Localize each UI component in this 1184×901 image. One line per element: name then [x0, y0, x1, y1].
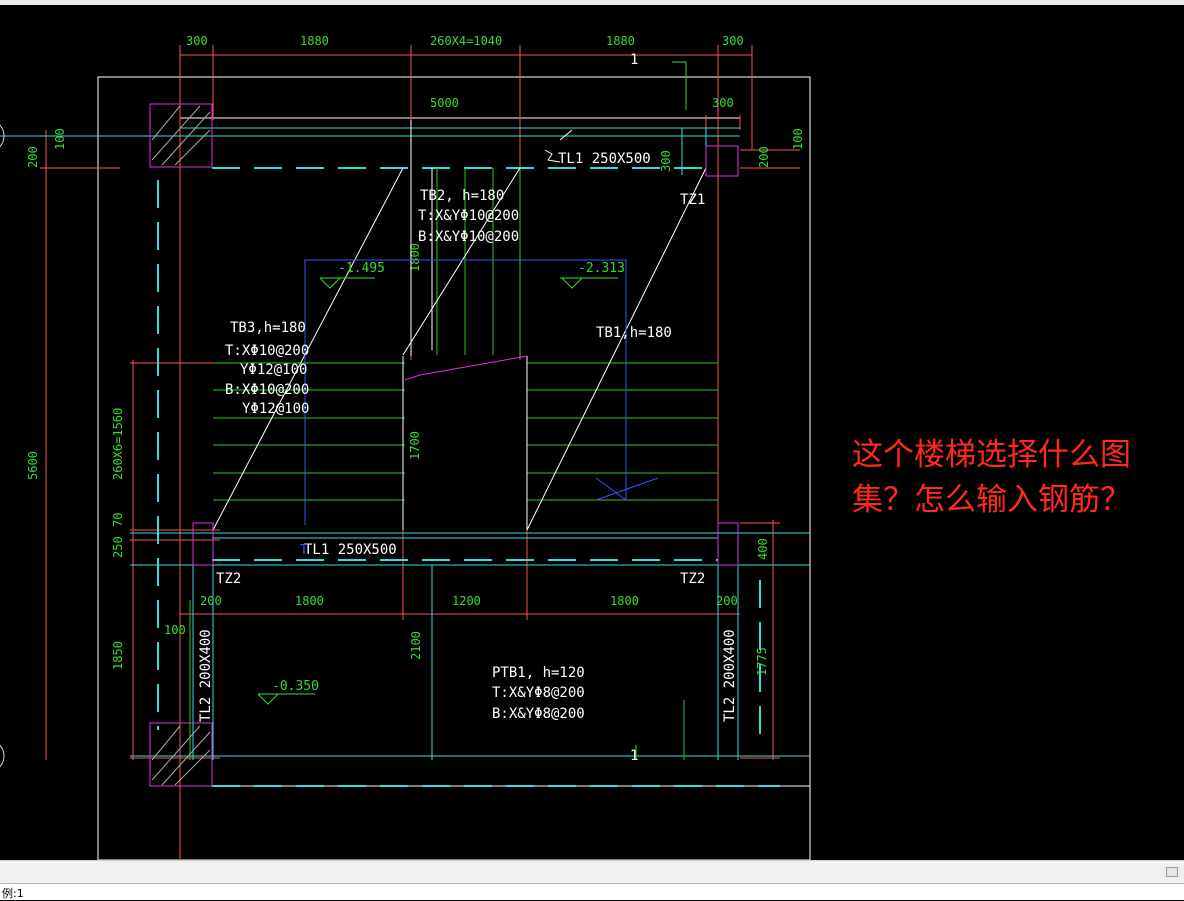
- dim-inner-300: 300: [712, 96, 734, 110]
- slab-tb2-title: TB2, h=180: [420, 188, 504, 204]
- dim-inner-5000: 5000: [430, 96, 459, 110]
- dim-left-70: 70: [111, 513, 125, 527]
- dim-mid-200-right: 200: [716, 594, 738, 608]
- slab-tb3-top-x: T:XΦ10@200: [225, 343, 309, 359]
- column-tz2-left-label: TZ2: [216, 571, 241, 587]
- dim-left-5600: 5600: [26, 451, 40, 480]
- slab-ptb1-title: PTB1, h=120: [492, 665, 585, 681]
- dim-right-200: 200: [757, 146, 771, 168]
- slab-tb3-title: TB3,h=180: [230, 320, 306, 336]
- slab-ptb1-top: T:X&YΦ8@200: [492, 685, 585, 701]
- stair-treads: [189, 168, 718, 760]
- slab-tb2-top: T:X&YΦ10@200: [418, 208, 519, 224]
- dim-left-250: 250: [111, 536, 125, 558]
- status-bar: 例:1: [0, 860, 1184, 900]
- column-tz2-right-label: TZ2: [680, 571, 705, 587]
- elevation-left: -1.495: [338, 261, 385, 276]
- column-hatch: [151, 105, 211, 786]
- command-line-text: 例:1: [2, 887, 24, 900]
- stair-slope-lines: [212, 120, 707, 531]
- dim-left-1850: 1850: [111, 641, 125, 670]
- elevation-landing: -0.350: [272, 679, 319, 694]
- beam-tl2-right-label: TL2 200X400: [722, 629, 738, 722]
- dim-top-1880-right: 1880: [606, 34, 635, 48]
- grid-marker-bottom: 1: [630, 748, 638, 764]
- columns-outline: [149, 103, 739, 787]
- dimension-texts: 300 1880 260X4=1040 1880 300 5000 300 20…: [164, 34, 744, 637]
- slab-tb3-top-y: YΦ12@100: [240, 362, 307, 378]
- slab-tb3-bottom-x: B:XΦ10@200: [225, 382, 309, 398]
- command-line[interactable]: 例:1: [0, 883, 1184, 900]
- resize-grip-icon[interactable]: [1166, 867, 1178, 877]
- dim-top-300-left: 300: [186, 34, 208, 48]
- window-top-edge: [0, 0, 1184, 5]
- break-line-symbols: [544, 129, 573, 163]
- dim-right-1775: 1775: [755, 647, 769, 676]
- dim-right-400: 400: [756, 538, 770, 560]
- dim-left-stairs: 260X6=1560: [111, 408, 125, 480]
- grid-bubbles: [0, 124, 5, 768]
- slab-outlines: [304, 259, 659, 525]
- dim-mid-200-left: 200: [200, 594, 222, 608]
- dim-2100: 2100: [409, 631, 423, 660]
- grid-marker-top: 1: [630, 52, 638, 68]
- beam-tl2-left-label: TL2 200X400: [198, 629, 214, 722]
- dim-mid-1800-left: 1800: [295, 594, 324, 608]
- dim-1800-vertical: 1800: [408, 243, 422, 272]
- elevation-right: -2.313: [578, 261, 625, 276]
- column-tz1-label: TZ1: [680, 192, 705, 208]
- beam-marker-t: T: [300, 543, 308, 558]
- slab-ptb1-bottom: B:X&YΦ8@200: [492, 706, 585, 722]
- dim-right-300: 300: [659, 150, 673, 172]
- dim-left-100: 100: [53, 128, 67, 150]
- slab-tb1-title: TB1,h=180: [596, 325, 672, 341]
- hidden-beam-dashes: [157, 167, 780, 787]
- beam-tl1-mid-label: TL1 250X500: [304, 542, 397, 558]
- dim-left-200: 200: [26, 146, 40, 168]
- dim-mid-1800-right: 1800: [610, 594, 639, 608]
- dim-right-100: 100: [791, 128, 805, 150]
- question-annotation: 这个楼梯选择什么图 集？怎么输入钢筋？: [852, 437, 1131, 518]
- dim-top-300-right: 300: [722, 34, 744, 48]
- dim-top-1880-left: 1880: [300, 34, 329, 48]
- beam-tl1-top-label: TL1 250X500: [558, 151, 651, 167]
- element-labels: TL1 250X500 TZ1 TB2, h=180 T:X&YΦ10@200 …: [198, 52, 738, 764]
- beams-and-walls: [0, 127, 810, 760]
- elevation-markers: [257, 61, 687, 760]
- cad-drawing-canvas[interactable]: 300 1880 260X4=1040 1880 300 5000 300 20…: [0, 5, 1184, 860]
- slab-tb2-bottom: B:X&YΦ10@200: [418, 229, 519, 245]
- elevation-labels: -1.495 -2.313 -0.350: [272, 261, 625, 694]
- stair-plan-drawing: 300 1880 260X4=1040 1880 300 5000 300 20…: [0, 34, 811, 860]
- slab-tb3-bottom-y: YΦ12@100: [242, 401, 309, 417]
- dim-1700-vertical: 1700: [408, 431, 422, 460]
- dim-top-stairs: 260X4=1040: [430, 34, 502, 48]
- vertical-dimension-texts: 200 100 5600 260X6=1560 70 250 1850 2100…: [26, 128, 805, 676]
- dim-100-left: 100: [164, 623, 186, 637]
- dim-mid-1200: 1200: [452, 594, 481, 608]
